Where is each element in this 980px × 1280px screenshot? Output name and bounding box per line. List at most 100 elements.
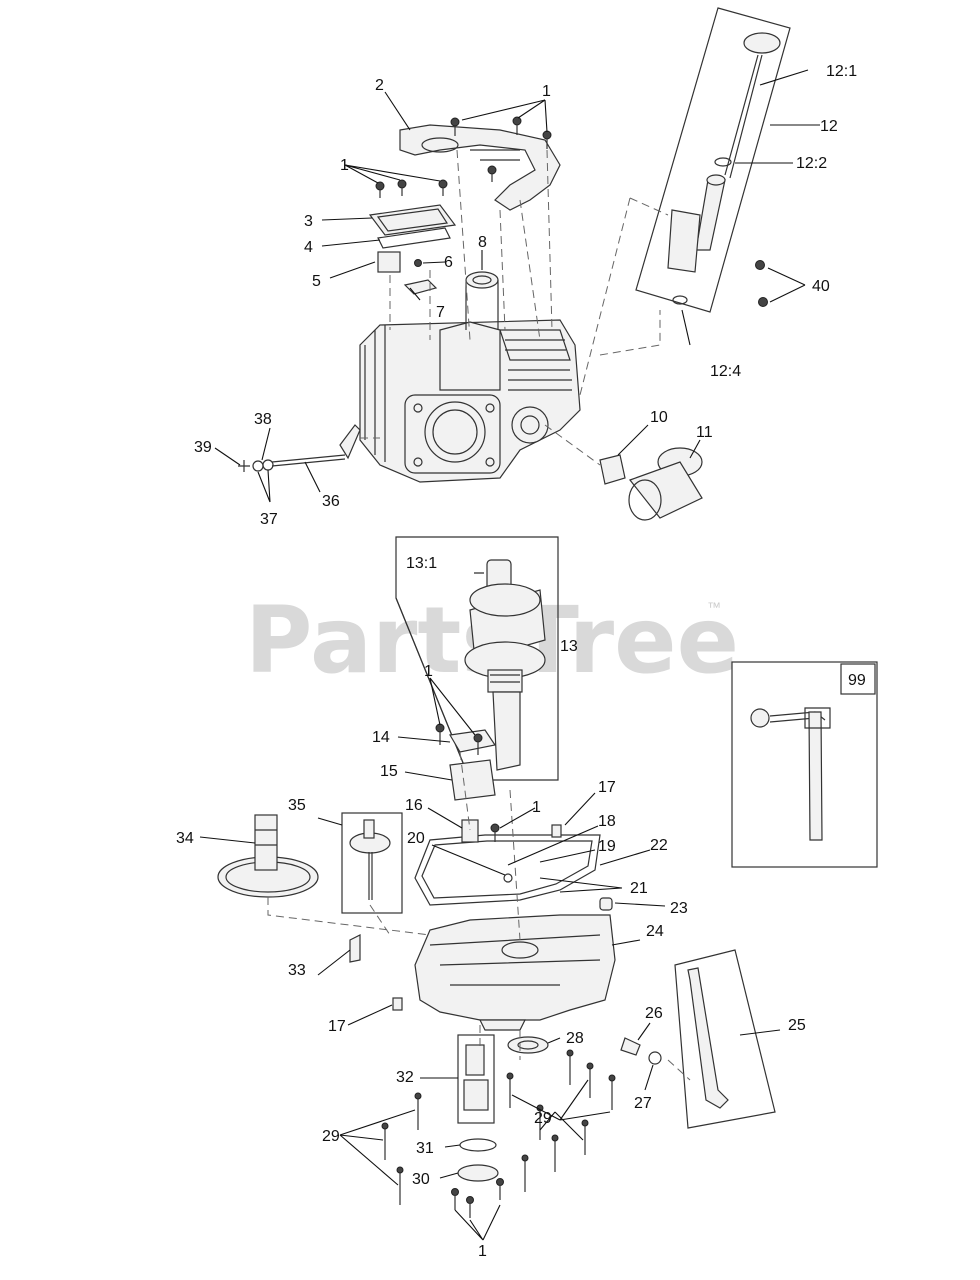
- part-36-shaft: [271, 454, 346, 467]
- callout-13: 13: [560, 638, 578, 655]
- dipstick-cap: [743, 32, 781, 54]
- screws-upper: [375, 116, 552, 198]
- callout-22: 22: [650, 837, 668, 854]
- callout-11: 11: [696, 424, 713, 441]
- part-35-box: [341, 812, 403, 914]
- part-14-plate: [449, 729, 496, 753]
- callout-99: 99: [848, 672, 866, 689]
- part-99-box: [731, 661, 878, 868]
- part-40-bolt-a: [755, 260, 765, 270]
- callout-10: 10: [650, 409, 668, 426]
- part-4-plate: [377, 227, 451, 249]
- callout-17: 17: [328, 1018, 346, 1035]
- callout-27: 27: [634, 1095, 652, 1112]
- part-10-nipple: [599, 454, 626, 485]
- callout-1: 1: [532, 799, 541, 816]
- cylinder-bore: [424, 401, 486, 463]
- part-17-dowel-a: [551, 824, 562, 838]
- part-38-washer: [252, 460, 264, 472]
- lower-assembly: [217, 723, 776, 1218]
- part-28-seal: [507, 1036, 549, 1054]
- gear-cover: [511, 406, 549, 444]
- callout-7: 7: [436, 304, 445, 321]
- callout-4: 4: [304, 239, 313, 256]
- part-40-bolt-b: [758, 297, 768, 307]
- callout-3: 3: [304, 213, 313, 230]
- bolts-29: [381, 1049, 616, 1205]
- crank-shaft-end: [492, 691, 521, 771]
- part-20-pin: [503, 873, 513, 883]
- callout-28: 28: [566, 1030, 584, 1047]
- part-5-block: [377, 251, 401, 273]
- part-15-bearing: [449, 759, 496, 801]
- crank-gear: [487, 669, 523, 693]
- part-13-box: [395, 536, 559, 781]
- sensor-plug: [750, 708, 770, 728]
- oil-pump-rotor: [465, 1044, 485, 1076]
- callout-35: 35: [288, 797, 306, 814]
- callout-14: 14: [372, 729, 390, 746]
- callout-12-1: 12:1: [826, 63, 857, 80]
- part-32-box: [457, 1034, 495, 1124]
- part-99-label-box: [840, 663, 876, 695]
- part-7-clip: [403, 279, 438, 295]
- part-27-clamp: [648, 1051, 662, 1065]
- callout-1: 1: [340, 157, 349, 174]
- sensor-tube: [808, 711, 823, 841]
- callout-23: 23: [670, 900, 688, 917]
- callout-33: 33: [288, 962, 306, 979]
- callout-20: 20: [407, 830, 425, 847]
- callout-38: 38: [254, 411, 272, 428]
- block-detail: [364, 325, 571, 462]
- callout-15: 15: [380, 763, 398, 780]
- part-8-seal: [465, 271, 499, 289]
- callout-25: 25: [788, 1017, 806, 1034]
- upper-assembly: [238, 7, 791, 521]
- drain-hose: [687, 967, 729, 1109]
- callout-8: 8: [478, 234, 487, 251]
- part-2-bracket: [399, 124, 561, 211]
- callout-21: 21: [630, 880, 648, 897]
- callout-12: 12: [820, 118, 838, 135]
- part-11-oil-filter: [629, 461, 703, 519]
- callout-1: 1: [424, 663, 433, 680]
- callout-12-4: 12:4: [710, 363, 741, 380]
- callout-32: 32: [396, 1069, 414, 1086]
- part-31-oring: [459, 1138, 497, 1152]
- crankshaft-box: [395, 536, 559, 781]
- callout-37: 37: [260, 511, 278, 528]
- callout-6: 6: [444, 254, 453, 271]
- callout-26: 26: [645, 1005, 663, 1022]
- crankcase-top: [439, 321, 501, 391]
- callout-19: 19: [598, 838, 616, 855]
- callout-40: 40: [812, 278, 830, 295]
- callout-29: 29: [534, 1110, 552, 1127]
- box-99: [731, 661, 878, 868]
- part-3-gasket: [368, 204, 457, 236]
- part-39-pin: [238, 460, 250, 472]
- callout-13-1: 13:1: [406, 555, 437, 572]
- part-26-fitting: [620, 1037, 641, 1056]
- callout-34: 34: [176, 830, 194, 847]
- part-23-plug: [599, 897, 613, 911]
- callout-24: 24: [646, 923, 664, 940]
- callout-29: 29: [322, 1128, 340, 1145]
- callout-31: 31: [416, 1140, 434, 1157]
- part-33-blade: [349, 934, 361, 963]
- callout-18: 18: [598, 813, 616, 830]
- callout-16: 16: [405, 797, 423, 814]
- callout-39: 39: [194, 439, 212, 456]
- part-30-gasket: [457, 1164, 499, 1182]
- watermark-tm: ™: [707, 599, 721, 615]
- callout-2: 2: [375, 77, 384, 94]
- part-24-sump: [414, 914, 616, 1021]
- tube-bracket: [667, 209, 701, 273]
- part-17-dowel-b: [392, 997, 403, 1011]
- callout-30: 30: [412, 1171, 430, 1188]
- screws-lower: [451, 1178, 504, 1218]
- dipstick-rod: [724, 54, 763, 179]
- cylinder-fins: [505, 339, 572, 391]
- part-16-pump: [461, 819, 479, 843]
- part-6-screw: [414, 259, 422, 267]
